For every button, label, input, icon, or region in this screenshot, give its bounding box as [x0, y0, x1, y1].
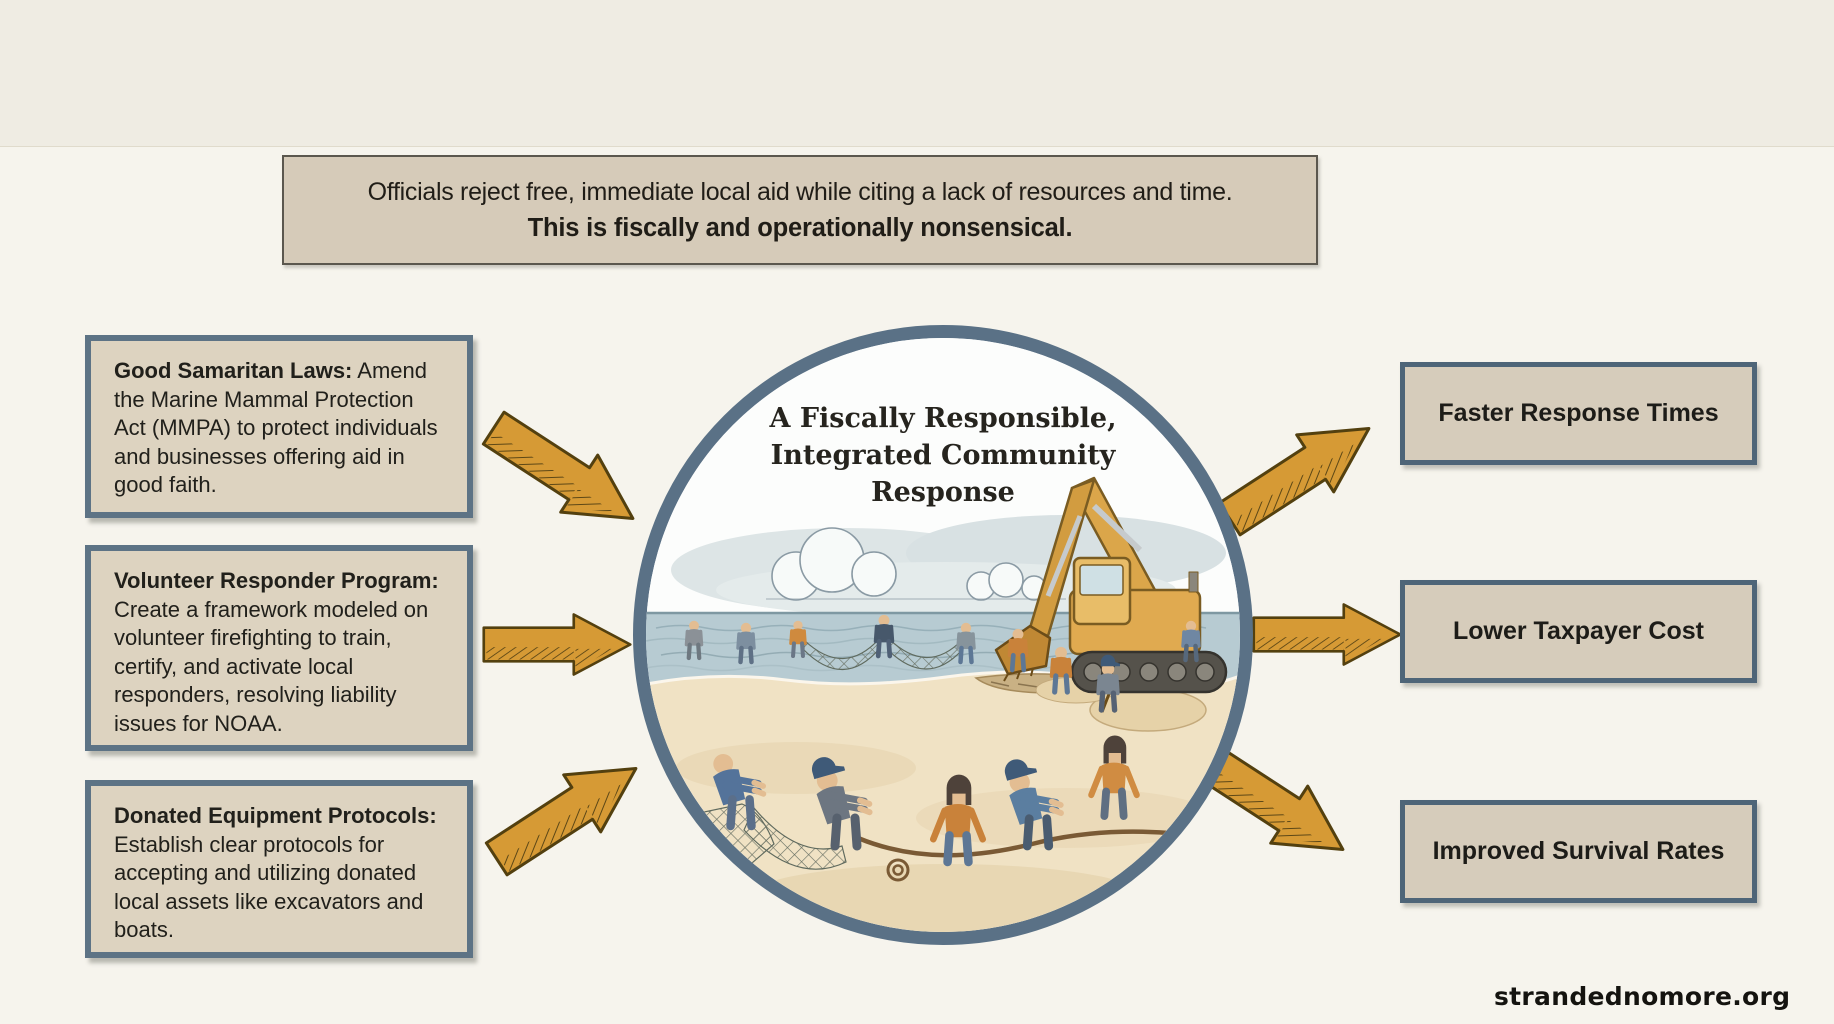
- policy-box-volunteer-responder-program: Volunteer Responder Program: Create a fr…: [85, 545, 473, 751]
- outcome-box-faster-response-times: Faster Response Times: [1400, 362, 1757, 465]
- community-rescue-illustration: [646, 338, 1240, 932]
- policy-box-good-samaritan-laws: Good Samaritan Laws: Amend the Marine Ma…: [85, 335, 473, 518]
- outcome-box-lower-taxpayer-cost: Lower Taxpayer Cost: [1400, 580, 1757, 683]
- outcome-label: Faster Response Times: [1438, 399, 1719, 427]
- outcome-label: Improved Survival Rates: [1432, 837, 1725, 865]
- policy-box-donated-equipment-protocols: Donated Equipment Protocols: Establish c…: [85, 780, 473, 958]
- policy-box-lead: Volunteer Responder Program:: [114, 568, 439, 593]
- rescue-rope: [857, 829, 1240, 858]
- circle-title-line2: Integrated Community: [770, 440, 1116, 471]
- banner-line2: This is fiscally and operationally nonse…: [527, 214, 1073, 242]
- outcome-label: Lower Taxpayer Cost: [1452, 617, 1704, 645]
- policy-box-body: Amend the Marine Mammal Protection Act (…: [114, 358, 438, 497]
- watermark-url: strandednomore.org: [1494, 982, 1791, 1011]
- circle-title: A Fiscally Responsible, Integrated Commu…: [646, 400, 1240, 511]
- top-band: [0, 0, 1834, 147]
- problem-banner: Officials reject free, immediate local a…: [282, 155, 1318, 265]
- policy-box-body: Establish clear protocols for accepting …: [114, 831, 424, 943]
- flow-arrow-icon: [482, 613, 632, 676]
- banner-line1: Officials reject free, immediate local a…: [367, 178, 1233, 206]
- circle-title-line1: A Fiscally Responsible,: [769, 403, 1117, 434]
- circle-title-line3: Response: [871, 477, 1015, 508]
- policy-box-lead: Donated Equipment Protocols:: [114, 803, 437, 828]
- volunteer-figures: [684, 614, 1201, 867]
- outcome-box-improved-survival-rates: Improved Survival Rates: [1400, 800, 1757, 903]
- flow-arrow-icon: [476, 738, 656, 889]
- cloud-icon: [771, 527, 1047, 601]
- flow-arrow-icon: [473, 398, 653, 549]
- center-circle: A Fiscally Responsible, Integrated Commu…: [633, 325, 1253, 945]
- flow-arrow-icon: [1252, 603, 1402, 666]
- policy-box-body: Create a framework modeled on volunteer …: [114, 596, 429, 736]
- policy-box-lead: Good Samaritan Laws:: [114, 358, 353, 383]
